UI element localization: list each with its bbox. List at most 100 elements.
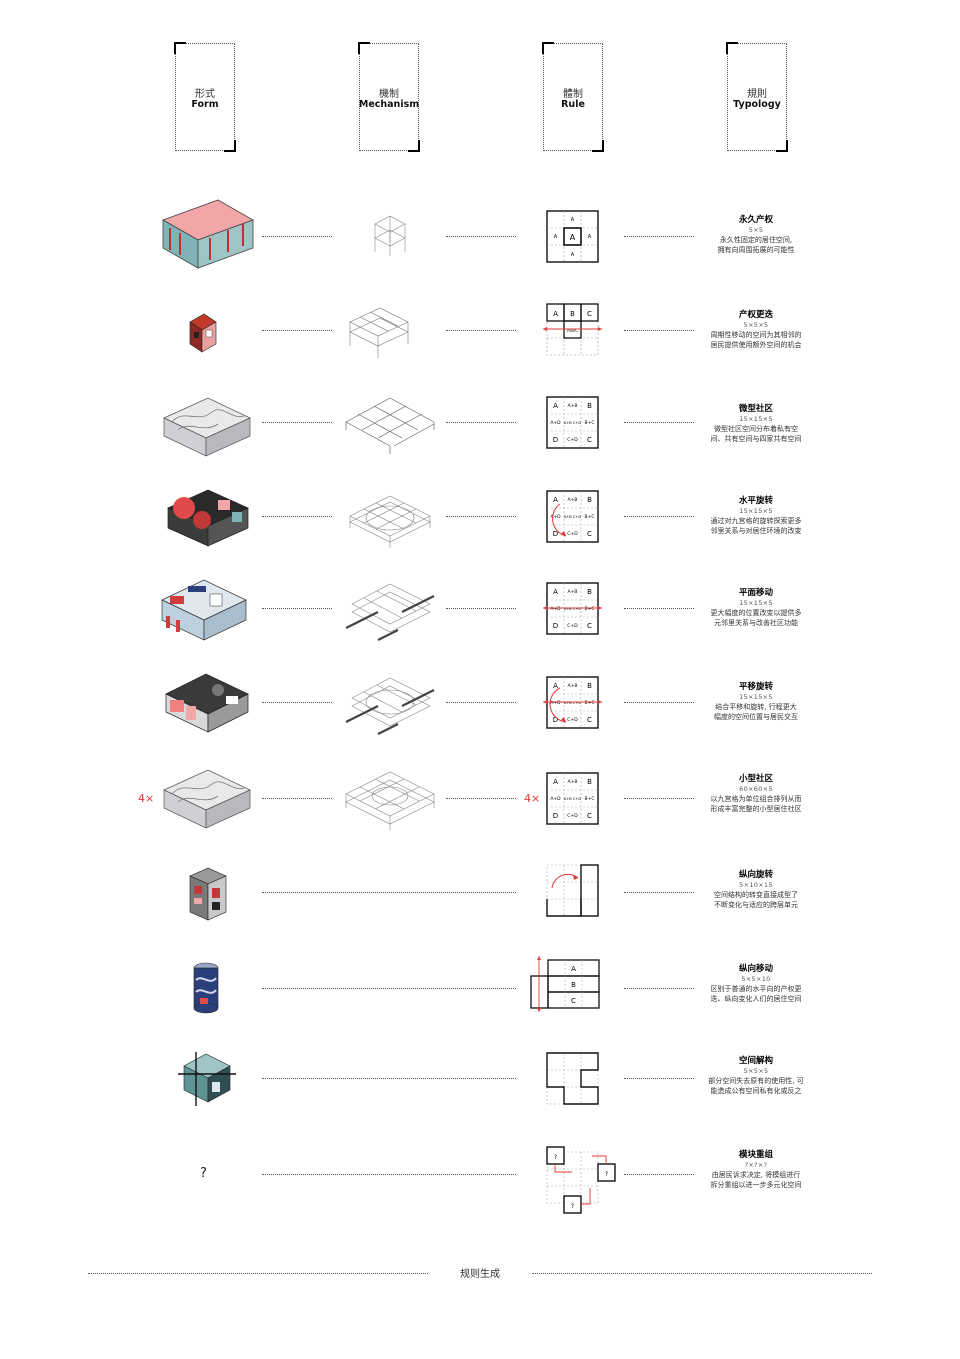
grid-label: A+B — [568, 403, 578, 409]
grid-label: C — [587, 622, 592, 630]
grid-label: A+B — [568, 497, 578, 503]
form-unknown: ? — [200, 1166, 207, 1181]
typology-text: 空间解构 5×5×5 部分空间失去原有的使用性, 可 能造成公有空间私有化或反之 — [696, 1056, 816, 1096]
header-typology-zh: 規則 — [747, 89, 767, 100]
grid-label: A+D — [550, 606, 561, 612]
grid-label: C — [587, 812, 592, 820]
grid-label: C — [587, 530, 592, 538]
rule-grid-4: A A+B B A+D A+B C+D B+C D C+D C — [546, 490, 599, 543]
rule-grid-3: A A+B B A+D A+B C+D B+C D C+D C — [546, 396, 599, 449]
typology-text: 模块重组 ?×?×? 由居民诉求决定, 将模组进行 拆分重组以进一步多元化空间 — [696, 1150, 816, 1190]
rule-grid-11: ? ? ? — [546, 1146, 616, 1214]
grid-label: A/B/C — [567, 328, 578, 333]
grid-label: C+D — [567, 813, 578, 819]
header-typology-en: Typology — [733, 99, 781, 110]
typology-desc: 元邻里关系与改善社区功能 — [714, 619, 798, 627]
grid-label: A — [554, 234, 558, 240]
typology-desc: 永久性固定的居住空间, — [719, 236, 793, 244]
grid-label: C+D — [567, 623, 578, 629]
form-model-5 — [161, 579, 247, 641]
form-model-3 — [163, 397, 251, 457]
grid-label: A — [571, 252, 575, 258]
header-mechanism: 機制 Mechanism — [358, 42, 420, 152]
grid-label: ? — [571, 1203, 574, 1210]
typology-title: 平移旋转 — [738, 682, 773, 692]
header-mechanism-zh: 機制 — [379, 89, 399, 100]
grid-label: A+B — [568, 779, 578, 785]
grid-label: A+D — [550, 514, 561, 520]
grid-label: A — [553, 310, 558, 318]
grid-label: A+B C+D — [564, 607, 582, 611]
grid-label: A+D — [550, 796, 561, 802]
typology-title: 水平旋转 — [738, 496, 773, 506]
typology-text: 纵向旋转 5×10×15 空间结构的转变直接成型了 不断变化与适应的跨层单元 — [696, 870, 816, 910]
mechanism-frame-2 — [349, 307, 409, 358]
typology-text: 微型社区 15×15×5 微型社区空间分布着私有空 间、共有空间与四家共有空间 — [696, 404, 816, 444]
grid-label: B+C — [585, 514, 595, 520]
typology-desc: 迭、纵向变化人们的居住空间 — [710, 995, 802, 1003]
header-typology: 規則 Typology — [726, 42, 788, 152]
typology-desc: 居民提供使用额外空间的机会 — [710, 341, 802, 349]
form-model-10 — [178, 1052, 236, 1106]
grid-label: B — [587, 588, 592, 596]
grid-label: C — [587, 310, 592, 318]
header-mechanism-en: Mechanism — [358, 99, 420, 110]
row-module-reorganization: ? ? ? ? 模块重组 ?×?×? 由居民诉求决定, 将模组进行 拆分重组以进… — [0, 1132, 960, 1222]
typology-desc: 不断变化与适应的跨层单元 — [714, 901, 798, 909]
grid-label: B — [587, 682, 592, 690]
mechanism-frame-6 — [345, 677, 435, 735]
grid-label: A+D — [550, 420, 561, 426]
row-planar-movement: A A+B B A+D A+B C+D B+C D C+D C 平面移动 15×… — [0, 568, 960, 658]
header-rule: 體制 Rule — [542, 42, 604, 152]
grid-label: B+C — [585, 606, 595, 612]
form-model-4 — [167, 489, 249, 547]
grid-label: A+B — [568, 683, 578, 689]
grid-label: B — [587, 778, 592, 786]
typology-title: 空间解构 — [738, 1056, 773, 1066]
typology-dims: 5×5×5 — [743, 1067, 769, 1075]
header-rule-zh: 體制 — [563, 89, 583, 100]
grid-label: A — [570, 233, 576, 242]
rule-grid-7: A A+B B A+D A+B C+D B+C D C+D C — [546, 772, 599, 825]
grid-label: A — [553, 778, 558, 786]
grid-label: A+B C+D — [564, 701, 582, 705]
row-micro-community: A A+B B A+D A+B C+D B+C D C+D C 微型社区 15×… — [0, 382, 960, 472]
rule-grid-5: A A+B B A+D A+B C+D B+C D C+D C — [543, 582, 602, 635]
form-model-9 — [193, 962, 219, 1014]
grid-label: A — [553, 496, 558, 504]
header-form: 形式 Form — [174, 42, 236, 152]
typology-dims: 5×5×10 — [741, 975, 771, 983]
grid-label: D — [553, 716, 558, 724]
typology-dims: 5×10×15 — [739, 881, 773, 889]
grid-label: B — [587, 496, 592, 504]
footer-label: 规则生成 — [460, 1269, 500, 1280]
form-multiplier: 4× — [138, 792, 155, 805]
row-small-community: 4× 4× A — [0, 756, 960, 846]
grid-label: D — [553, 436, 558, 444]
typology-desc: 空间结构的转变直接成型了 — [714, 891, 798, 899]
typology-dims: 15×15×5 — [739, 415, 773, 423]
grid-label: B+C — [585, 700, 595, 706]
grid-label: A — [571, 965, 576, 973]
grid-label: A+B C+D — [564, 797, 582, 801]
typology-dims: 15×15×5 — [739, 599, 773, 607]
typology-title: 小型社区 — [738, 774, 773, 784]
grid-label: C — [571, 997, 576, 1005]
typology-desc: 邻里关系与对居住环境的改变 — [710, 527, 802, 535]
typology-dims: 60×60×5 — [739, 785, 773, 793]
typology-desc: 能造成公有空间私有化或反之 — [710, 1087, 802, 1095]
grid-label: B — [571, 981, 576, 989]
typology-dims: 5×5×5 — [743, 321, 769, 329]
rule-grid-6: A A+B B A+D A+B C+D B+C D C+D C — [543, 676, 602, 729]
typology-desc: 周期性移动的空间为其相邻的 — [710, 331, 802, 339]
grid-label: A — [571, 217, 575, 223]
form-model-7 — [163, 769, 251, 829]
mechanism-frame-1 — [374, 215, 406, 256]
form-model-8 — [189, 867, 227, 921]
typology-text: 产权更迭 5×5×5 周期性移动的空间为其相邻的 居民提供使用额外空间的机会 — [696, 310, 816, 350]
typology-desc: 间、共有空间与四家共有空间 — [710, 435, 802, 443]
grid-label: D — [553, 530, 558, 538]
grid-label: C — [587, 436, 592, 444]
grid-label: A+D — [550, 700, 561, 706]
